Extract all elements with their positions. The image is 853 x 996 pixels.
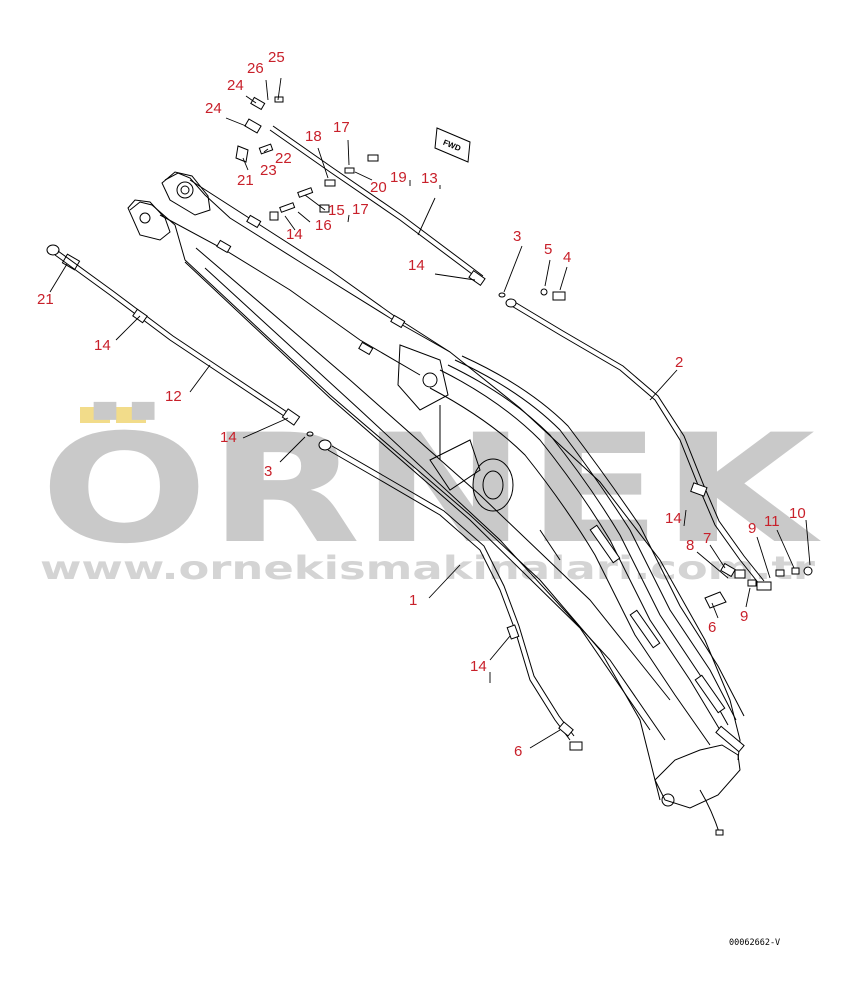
fwd-arrow-icon: FWD — [434, 127, 471, 163]
callout-20: 20 — [370, 179, 387, 196]
watermark-url: www.ornekismakinalari.com.tr — [40, 549, 815, 587]
callout-21: 21 — [37, 291, 54, 308]
callout-14: 14 — [220, 429, 237, 446]
callout-19: 19 — [390, 169, 407, 186]
callout-15: 15 — [328, 202, 345, 219]
callout-16: 16 — [315, 217, 332, 234]
callout-12: 12 — [165, 388, 182, 405]
callout-22: 22 — [275, 150, 292, 167]
boom-structure — [127, 171, 745, 836]
callout-14: 14 — [94, 337, 111, 354]
callout-21: 21 — [237, 172, 254, 189]
callout-11: 11 — [764, 513, 780, 530]
callout-6: 6 — [708, 619, 716, 636]
callout-3: 3 — [513, 228, 521, 245]
callout-25: 25 — [268, 49, 285, 66]
callout-8: 8 — [686, 537, 694, 554]
callout-18: 18 — [305, 128, 322, 145]
callout-3: 3 — [264, 463, 272, 480]
callout-2: 2 — [675, 354, 683, 371]
callout-14: 14 — [286, 226, 303, 243]
callout-24: 24 — [205, 100, 222, 117]
leader-lines — [49, 77, 811, 749]
callout-26: 26 — [247, 60, 264, 77]
callout-labels: 25 26 24 24 18 17 22 23 21 20 19 13 15 1… — [37, 49, 806, 760]
callout-4: 4 — [563, 249, 571, 266]
callout-14: 14 — [470, 658, 487, 675]
callout-10: 10 — [789, 505, 806, 522]
callout-24: 24 — [227, 77, 244, 94]
callout-7: 7 — [703, 530, 711, 547]
callout-14: 14 — [665, 510, 682, 527]
callout-17: 17 — [333, 119, 350, 136]
callout-23: 23 — [260, 162, 277, 179]
callout-1: 1 — [409, 592, 417, 609]
callout-13: 13 — [421, 170, 438, 187]
callout-17: 17 — [352, 201, 369, 218]
watermark-accent-right — [116, 407, 146, 423]
drawing-code: 00062662-V — [729, 938, 780, 948]
callout-6: 6 — [514, 743, 522, 760]
watermark-accent-left — [80, 407, 110, 423]
callout-9: 9 — [740, 608, 748, 625]
callout-9: 9 — [748, 520, 756, 537]
callout-14: 14 — [408, 257, 425, 274]
small-parts: FWD — [46, 96, 813, 751]
callout-5: 5 — [544, 241, 552, 258]
